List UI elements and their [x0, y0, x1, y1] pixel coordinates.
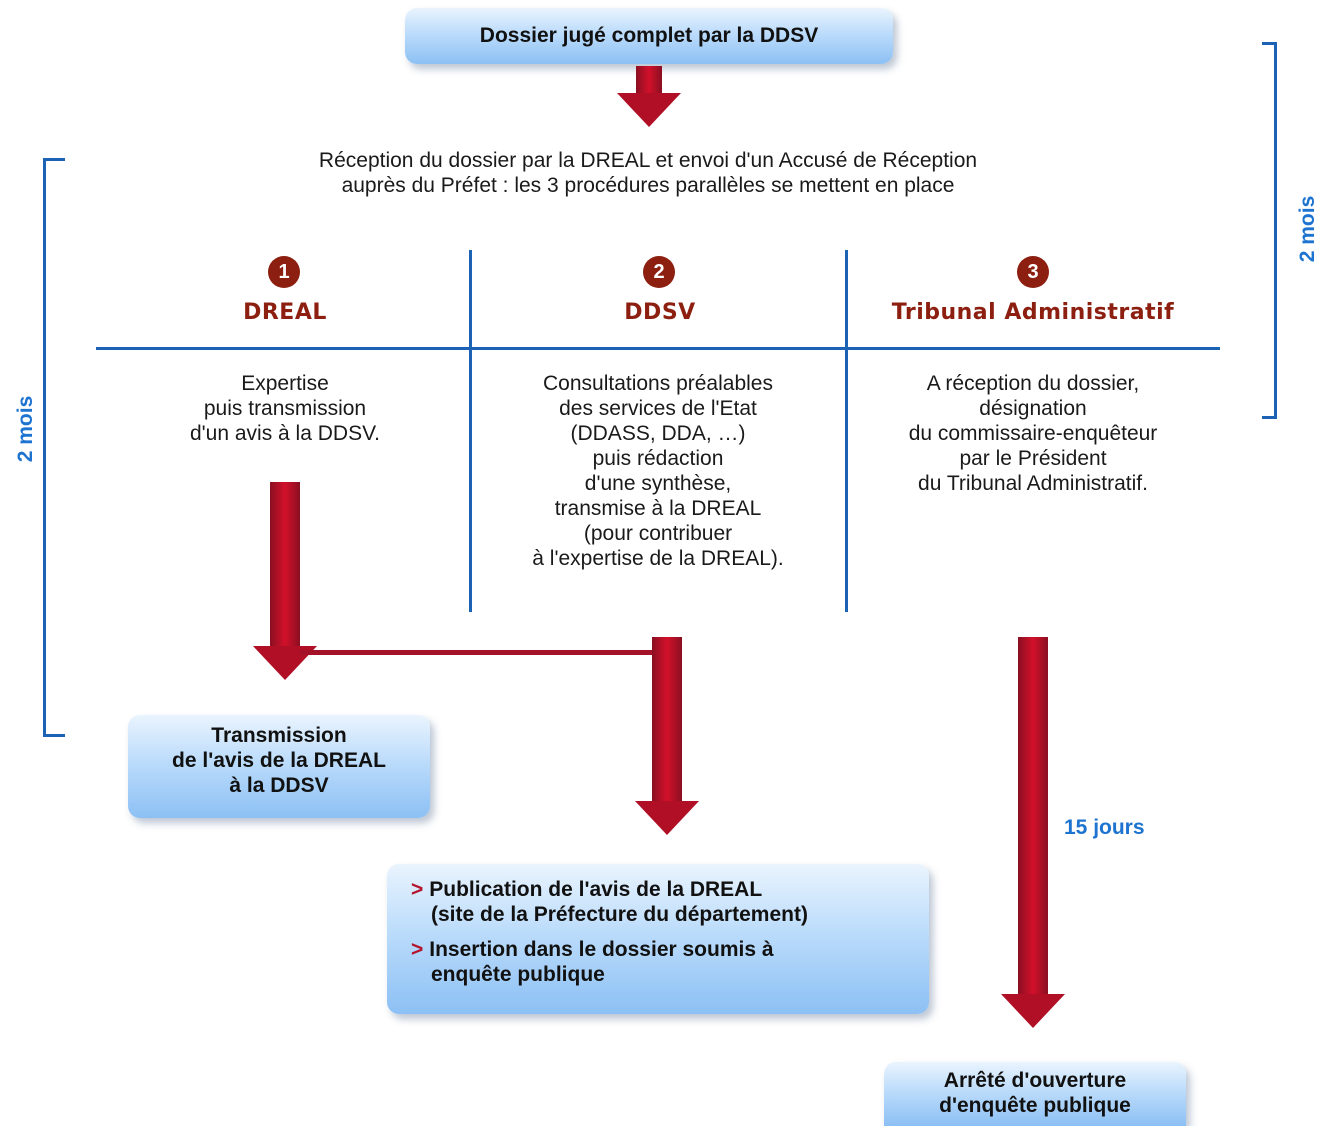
- column-text-dreal: Expertise puis transmission d'un avis à …: [130, 371, 440, 446]
- column-title-tribunal: Tribunal Administratif: [891, 300, 1175, 325]
- text-line: enquête publique: [431, 963, 605, 986]
- bracket-right: [1262, 42, 1277, 419]
- start-box: Dossier jugé complet par la DDSV: [405, 8, 893, 64]
- intro-text: Réception du dossier par la DREAL et env…: [190, 148, 1106, 198]
- start-box-label: Dossier jugé complet par la DDSV: [479, 24, 819, 47]
- step-number-2: 2: [643, 256, 675, 288]
- publication-item-2: >Insertion dans le dossier soumis à enqu…: [411, 937, 929, 987]
- publication-item-1: >Publication de l'avis de la DREAL (site…: [411, 877, 929, 927]
- chevron-icon: >: [411, 938, 424, 961]
- intro-line-2: auprès du Préfet : les 3 procédures para…: [341, 174, 955, 197]
- transmission-box: Transmission de l'avis de la DREAL à la …: [128, 715, 430, 818]
- text-line: d'enquête publique: [939, 1094, 1131, 1117]
- text-line: Transmission: [211, 724, 347, 747]
- text-line: à la DDSV: [229, 774, 329, 797]
- text-line: d'un avis à la DDSV.: [189, 422, 380, 445]
- arrow-top-head: [617, 93, 681, 127]
- step-number-3: 3: [1017, 256, 1049, 288]
- duration-label-15-days: 15 jours: [1064, 816, 1145, 839]
- text-line: désignation: [979, 397, 1087, 420]
- text-line: transmise à la DREAL: [554, 497, 762, 520]
- intro-line-1: Réception du dossier par la DREAL et env…: [318, 149, 978, 172]
- text-line: des services de l'Etat: [559, 397, 757, 420]
- text-line: du commissaire-enquêteur: [908, 422, 1158, 445]
- arrow-dreal: [270, 482, 300, 650]
- final-box: Arrêté d'ouverture d'enquête publique: [884, 1062, 1186, 1126]
- duration-label-right: 2 mois: [1296, 195, 1319, 263]
- text-line: Arrêté d'ouverture: [943, 1069, 1127, 1092]
- text-line: (pour contribuer: [583, 522, 733, 545]
- text-line: (DDASS, DDA, …): [570, 422, 746, 445]
- arrow-top: [636, 66, 662, 98]
- duration-label-left: 2 mois: [14, 395, 37, 463]
- column-title-dreal: DREAL: [243, 300, 327, 325]
- text-line: du Tribunal Administratif.: [918, 472, 1148, 495]
- text-line: d'une synthèse,: [584, 472, 732, 495]
- text-line: >Publication de l'avis de la DREAL: [411, 878, 763, 901]
- text-line: puis rédaction: [592, 447, 724, 470]
- column-divider-1: [469, 250, 472, 612]
- text-line: Consultations préalables: [543, 372, 773, 395]
- text-line: par le Président: [959, 447, 1107, 470]
- arrow-tribunal-head: [1001, 994, 1065, 1028]
- text-line: (site de la Préfecture du département): [431, 903, 808, 926]
- text-line: A réception du dossier,: [926, 372, 1140, 395]
- text-line: à l'expertise de la DREAL).: [532, 547, 784, 570]
- bracket-left: [43, 158, 65, 737]
- chevron-icon: >: [411, 878, 424, 901]
- column-divider-2: [845, 250, 848, 612]
- arrow-ddsv-head: [635, 801, 699, 835]
- text-line: de l'avis de la DREAL: [172, 749, 386, 772]
- publication-box: >Publication de l'avis de la DREAL (site…: [387, 864, 929, 1014]
- text-line: puis transmission: [203, 397, 367, 420]
- connector-line: [300, 650, 652, 655]
- text-line: >Insertion dans le dossier soumis à: [411, 938, 774, 961]
- header-rule: [96, 347, 1220, 350]
- arrow-tribunal: [1018, 637, 1048, 995]
- column-title-ddsv: DDSV: [624, 300, 696, 325]
- column-text-ddsv: Consultations préalables des services de…: [490, 371, 826, 571]
- step-number-1: 1: [268, 256, 300, 288]
- arrow-ddsv: [652, 637, 682, 805]
- column-text-tribunal: A réception du dossier, désignation du c…: [860, 371, 1206, 496]
- text-line: Expertise: [241, 372, 329, 395]
